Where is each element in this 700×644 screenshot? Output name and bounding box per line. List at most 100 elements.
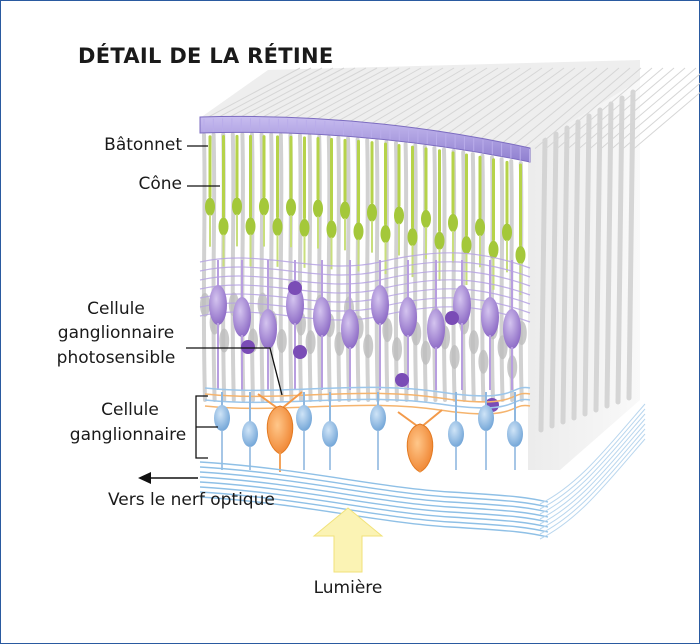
cone-body [205, 197, 215, 216]
top-stripe [479, 67, 576, 140]
bipolar-cell [233, 297, 251, 337]
top-stripe [215, 67, 312, 120]
side-rod [582, 113, 592, 417]
cone-body [515, 246, 526, 265]
amacrine-cell [395, 373, 409, 387]
ganglion-cell [296, 405, 312, 431]
ganglion-cell [478, 405, 494, 431]
top-stripe [435, 67, 532, 133]
top-stripe [523, 67, 620, 149]
iprgc-label-line1: Cellule [87, 299, 145, 319]
cone-body [394, 206, 404, 225]
top-stripe [237, 67, 334, 119]
amacrine-cell [445, 311, 459, 325]
top-stripe [325, 67, 422, 122]
nerve-fiber-side [539, 433, 646, 535]
bipolar-cell [427, 309, 445, 349]
top-stripe [611, 73, 700, 149]
top-stripe [226, 67, 323, 119]
ganglion-cell [242, 421, 258, 447]
side-rod [538, 137, 548, 433]
rod-nucleus [478, 349, 489, 374]
top-stripe [512, 67, 609, 146]
nerve-fiber [199, 466, 549, 508]
iprgc-cell [266, 405, 294, 455]
cone-body [448, 213, 458, 232]
rod-nucleus [392, 337, 402, 362]
nerve-fiber [199, 476, 549, 518]
rod-nucleus [363, 334, 374, 359]
cone-body [407, 228, 418, 247]
nerve-fiber-side [539, 428, 646, 530]
side-rod [593, 107, 603, 413]
nerve-fiber-side [539, 418, 646, 520]
bipolar-cell [399, 297, 417, 337]
bipolar-cell [481, 297, 499, 337]
bipolar-cell [341, 309, 359, 349]
rod-cell [307, 134, 313, 402]
cone-body [232, 197, 242, 216]
top-stripe [347, 67, 444, 123]
rod-cell [259, 132, 265, 402]
nerve-fiber-side [539, 423, 646, 525]
photosensitive-ganglion-cells [257, 391, 443, 473]
rod-cell [432, 146, 438, 402]
cone-body [367, 203, 377, 222]
bipolar-cell [209, 285, 227, 325]
top-stripe [358, 67, 455, 124]
top-stripe [457, 67, 554, 137]
amacrine-cell [288, 281, 302, 295]
optic-nerve-arrow [138, 472, 198, 484]
top-stripe [567, 67, 664, 149]
top-stripe [259, 67, 356, 119]
nerve-fiber [199, 491, 549, 533]
cone-cells [205, 134, 526, 296]
leader-lines [186, 145, 283, 459]
top-stripe [281, 67, 378, 120]
rod-cell [269, 132, 275, 402]
rod-cell [230, 132, 236, 402]
rod-nucleus [276, 328, 287, 353]
rod-cell [278, 132, 284, 402]
cone-body [461, 236, 472, 255]
top-stripe [446, 67, 543, 135]
block-side [528, 80, 640, 470]
cone-body [299, 218, 310, 237]
nerve-fiber-side [539, 403, 646, 505]
top-stripe [468, 67, 565, 138]
ganglion-label-line2: ganglionnaire [69, 425, 187, 445]
rod-nucleus [468, 330, 479, 355]
rod-cell [211, 132, 217, 402]
top-stripe [490, 67, 587, 142]
cone-body [421, 209, 431, 228]
cone-body [218, 217, 229, 236]
rod-nucleus [200, 292, 210, 317]
rod-nucleus [305, 330, 316, 355]
cone-body [286, 198, 296, 217]
light-label: Lumière [313, 578, 383, 598]
rod-cell [499, 157, 505, 402]
rod-cell [317, 134, 323, 402]
cone-body [380, 225, 391, 244]
rod-cell [297, 133, 303, 402]
top-stripe [534, 67, 631, 149]
top-stripe [556, 67, 653, 149]
cone-label: Cône [138, 174, 182, 194]
top-stripe [336, 67, 433, 123]
bipolar-cell [286, 285, 304, 325]
top-stripe [622, 82, 700, 149]
light-arrow [312, 507, 384, 573]
top-stripe [600, 67, 697, 149]
ganglion-cell [448, 421, 464, 447]
top-stripe [578, 67, 675, 149]
iprgc-label-line2: ganglionnaire [57, 323, 175, 343]
rod-cell [470, 152, 476, 402]
rod-nucleus [334, 331, 345, 356]
cone-body [353, 222, 364, 241]
diagram-title: DÉTAIL DE LA RÉTINE [78, 44, 334, 68]
ganglion-label-line1: Cellule [101, 400, 159, 420]
top-stripe [391, 67, 488, 128]
nerve-fiber [199, 461, 549, 503]
